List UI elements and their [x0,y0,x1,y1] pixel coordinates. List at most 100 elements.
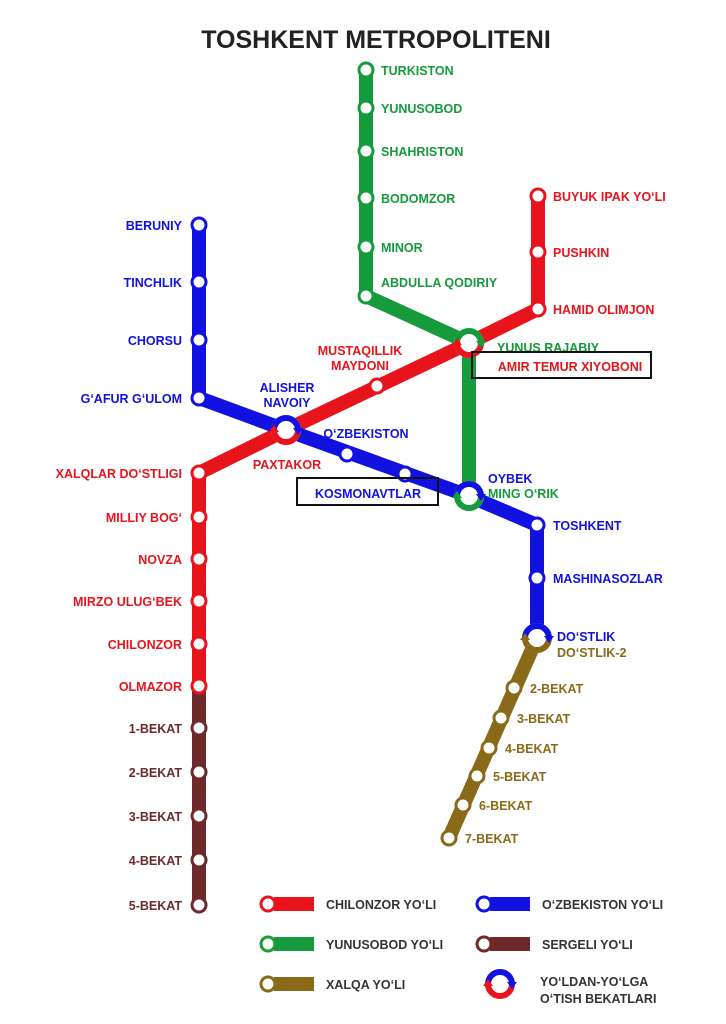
station-label[interactable]: 2-BEKAT [530,682,584,696]
station-marker[interactable] [338,445,356,463]
transfer-arc-top [271,415,301,431]
station-label[interactable]: NOVZA [138,553,182,567]
transfer-station-icon[interactable] [269,415,303,445]
station-marker[interactable] [190,851,208,869]
station-marker[interactable] [190,216,208,234]
station-marker[interactable] [190,464,208,482]
station-label[interactable]: MASHINASOZLAR [553,572,663,586]
station-label[interactable]: 7-BEKAT [465,832,519,846]
station-labels: BUYUK IPAK YO‘LI PUSHKIN HAMID OLIMJON AMIR… [56,64,666,913]
station-marker[interactable] [190,763,208,781]
station-label[interactable]: BUYUK IPAK YO‘LI [553,190,666,204]
station-label[interactable]: 1-BEKAT [129,722,183,736]
station-marker[interactable] [528,516,546,534]
station-marker[interactable] [528,569,546,587]
transfer-station-icon[interactable] [452,328,486,358]
legend-transfer-label: YO‘LDAN-YO‘LGA [540,975,648,989]
station-marker[interactable] [190,389,208,407]
transfer-arc-bottom [454,495,484,511]
station-label[interactable]: PAXTAKOR [253,458,321,472]
station-label[interactable]: 3-BEKAT [129,810,183,824]
station-marker[interactable] [529,243,547,261]
legend-transfer-icon[interactable] [483,969,517,999]
station-label[interactable]: 6-BEKAT [479,799,533,813]
station-label[interactable]: DO‘STLIK [557,630,615,644]
station-label[interactable]: 4-BEKAT [505,742,559,756]
station-marker[interactable] [454,796,472,814]
station-label[interactable]: ABDULLA QODIRIY [381,276,498,290]
station-marker[interactable] [357,61,375,79]
station-label[interactable]: 5-BEKAT [129,899,183,913]
station-label[interactable]: CHORSU [128,334,182,348]
legend-swatch [490,937,530,951]
arrow-icon [507,982,517,989]
station-label[interactable]: PUSHKIN [553,246,609,260]
station-marker[interactable] [505,679,523,697]
station-marker[interactable] [190,896,208,914]
station-label[interactable]: 2-BEKAT [129,766,183,780]
station-label[interactable]: DO‘STLIK-2 [557,646,626,660]
transfer-arc-top [454,328,484,344]
station-marker[interactable] [190,508,208,526]
station-marker[interactable] [190,273,208,291]
station-label[interactable]: CHILONZOR [108,638,182,652]
station-marker[interactable] [190,719,208,737]
station-marker[interactable] [357,142,375,160]
station-marker[interactable] [357,287,375,305]
legend-item-xalqa: XALQA YO‘LI [259,975,405,993]
station-marker[interactable] [190,550,208,568]
station-label[interactable]: G‘AFUR G‘ULOM [81,392,182,406]
legend-item-ozbekiston: O‘ZBEKISTON YO‘LI [475,895,663,913]
station-marker[interactable] [529,187,547,205]
station-label[interactable]: AMIR TEMUR XIYOBONI [498,360,642,374]
station-label[interactable]: TINCHLIK [124,276,182,290]
station-label[interactable]: OYBEK [488,472,532,486]
station-marker[interactable] [190,677,208,695]
legend-station-icon [475,935,493,953]
station-label[interactable]: 5-BEKAT [493,770,547,784]
transfer-station-icon[interactable] [452,481,486,511]
station-label[interactable]: TOSHKENT [553,519,622,533]
station-marker[interactable] [190,592,208,610]
station-label[interactable]: MIRZO ULUG‘BEK [73,595,182,609]
highlight-box-kosmonavtlar [296,477,439,506]
station-label[interactable]: BERUNIY [126,219,183,233]
station-label[interactable]: KOSMONAVTLAR [315,487,421,501]
station-label-line: MAYDONI [331,359,389,373]
station-marker[interactable] [357,189,375,207]
station-marker[interactable] [357,99,375,117]
station-marker[interactable] [480,739,498,757]
station-marker[interactable] [357,238,375,256]
station-label[interactable]: O‘ZBEKISTON [323,427,408,441]
station-marker[interactable] [368,377,386,395]
station-label[interactable]: YUNUSOBOD [381,102,462,116]
station-marker[interactable] [440,829,458,847]
station-marker[interactable] [190,635,208,653]
arrow-icon [269,425,279,432]
station-label[interactable]: MING O‘RIK [488,487,559,501]
legend-item-sergeli: SERGELI YO‘LI [475,935,633,953]
legend-swatch [274,937,314,951]
station-label[interactable]: HAMID OLIMJON [553,303,654,317]
station-label[interactable]: 4-BEKAT [129,854,183,868]
station-label-line: MUSTAQILLIK [318,344,402,358]
transfer-station-icon[interactable] [520,623,554,653]
station-marker[interactable] [492,709,510,727]
station-marker[interactable] [529,300,547,318]
station-label[interactable]: TURKISTON [381,64,454,78]
station-label[interactable]: BODOMZOR [381,192,455,206]
station-marker[interactable] [190,331,208,349]
station-label[interactable]: SHAHRISTON [381,145,463,159]
station-label[interactable]: MILLIY BOG‘ [106,511,182,525]
station-label[interactable]: XALQLAR DO‘STLIGI [56,467,182,481]
station-marker[interactable] [190,807,208,825]
highlight-box-amir-temur [471,351,652,379]
station-marker[interactable] [468,767,486,785]
station-label[interactable]: MINOR [381,241,423,255]
legend-swatch [274,977,314,991]
station-label[interactable]: OLMAZOR [119,680,182,694]
station-label[interactable]: 3-BEKAT [517,712,571,726]
